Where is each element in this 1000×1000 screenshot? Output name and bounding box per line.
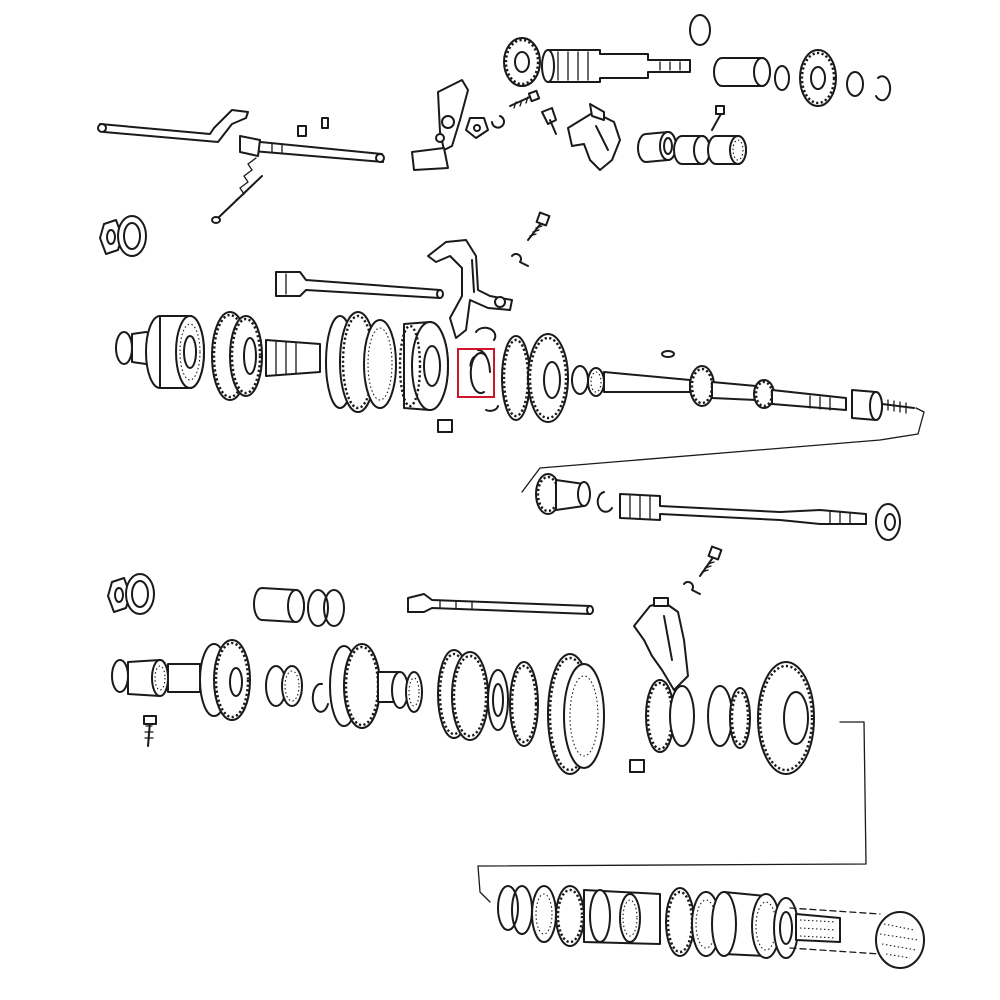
reverse-gear-large[interactable] — [799, 49, 837, 107]
needle-bearing-1[interactable] — [637, 131, 677, 163]
drain-screw[interactable] — [143, 715, 157, 747]
layshaft-gear-3[interactable] — [437, 649, 489, 741]
lock-washer-lower[interactable] — [125, 573, 155, 615]
bracket-screw[interactable] — [509, 89, 541, 109]
layshaft-assembly — [111, 639, 867, 903]
interlock-bracket[interactable] — [411, 79, 469, 171]
needle-bearing-4[interactable] — [571, 365, 605, 397]
layshaft-bearing-left[interactable] — [111, 659, 169, 697]
needle-roller-cage[interactable] — [265, 665, 303, 707]
gear-3rd[interactable] — [398, 321, 449, 411]
reverse-gear-small[interactable] — [503, 37, 541, 87]
thrust-washer[interactable] — [689, 14, 711, 46]
fork-bolt[interactable] — [527, 211, 551, 241]
oring-pair[interactable] — [307, 589, 345, 627]
gear-2nd[interactable] — [501, 333, 569, 423]
selector-rod-lower[interactable] — [407, 593, 594, 615]
woodruff-key[interactable] — [661, 350, 675, 358]
assembly-leader-2 — [477, 721, 867, 903]
square-nut-2[interactable] — [629, 759, 645, 773]
synchro-ring-lower[interactable] — [707, 685, 751, 749]
needle-bearing-2[interactable] — [673, 135, 711, 165]
needle-bushing[interactable] — [713, 57, 771, 87]
bearing-screw[interactable] — [711, 105, 725, 131]
shift-fork-reverse[interactable] — [567, 103, 621, 171]
shaft-section-1[interactable] — [265, 339, 321, 377]
ball-bearing-main[interactable] — [145, 315, 205, 389]
reverse-shaft[interactable] — [541, 49, 691, 83]
selector-rod-middle[interactable] — [275, 271, 444, 299]
shaft-nut-upper[interactable] — [99, 219, 123, 255]
spacer-sleeve[interactable] — [253, 587, 305, 623]
circlip-2[interactable] — [475, 326, 497, 341]
layshaft-spline[interactable] — [377, 671, 423, 713]
shaft-nut-lower[interactable] — [107, 577, 131, 613]
synchro-hub-1-2[interactable] — [509, 653, 605, 775]
shift-fork-main[interactable] — [427, 239, 513, 339]
fork-clip[interactable] — [511, 253, 529, 267]
detent-spring[interactable] — [211, 157, 263, 224]
circlip-3[interactable] — [485, 405, 499, 412]
mainshaft-assembly — [115, 311, 925, 493]
needle-bearing-3[interactable] — [707, 135, 747, 165]
synchro-hub-3-4[interactable] — [325, 311, 397, 413]
shift-fork-lower[interactable] — [633, 597, 689, 691]
bottom-shaft-body[interactable] — [583, 889, 661, 945]
bottom-shaft-end[interactable] — [789, 907, 925, 969]
input-gear[interactable] — [535, 473, 591, 515]
clip-lower[interactable] — [683, 581, 701, 595]
synchro-ring[interactable] — [457, 348, 495, 398]
input-shaft[interactable] — [619, 493, 867, 525]
shaft-end-bearing[interactable] — [851, 389, 915, 421]
selector-rod-upper[interactable] — [97, 109, 385, 163]
layshaft-gear-1[interactable] — [199, 639, 251, 721]
reverse-gear-group — [503, 14, 892, 107]
bottom-bearing-1[interactable] — [531, 885, 585, 947]
pilot-bearing[interactable] — [875, 503, 901, 541]
final-drive-gear[interactable] — [757, 661, 815, 775]
assembly-leader-1 — [521, 407, 925, 493]
square-nut-1[interactable] — [437, 419, 453, 433]
bottom-snap-ring[interactable] — [497, 885, 533, 935]
gear-5th[interactable] — [211, 311, 263, 401]
circlip-4[interactable] — [596, 491, 613, 513]
highlight-box — [457, 348, 495, 398]
circlip-5[interactable] — [311, 682, 329, 713]
snap-ring-1[interactable] — [774, 65, 790, 91]
layshaft-gear-2[interactable] — [329, 643, 381, 729]
bolt-lower[interactable] — [699, 545, 723, 577]
bottom-bearing-3[interactable] — [711, 891, 799, 959]
layshaft-gear-4[interactable] — [645, 679, 695, 753]
circlip-1[interactable] — [875, 75, 892, 102]
lock-washer-upper[interactable] — [117, 215, 147, 257]
washer-2[interactable] — [846, 71, 864, 97]
layshaft-stub[interactable] — [167, 663, 201, 693]
layshaft-collar[interactable] — [487, 669, 509, 731]
output-shaft-lower — [497, 885, 925, 969]
key-bolt[interactable] — [541, 107, 557, 135]
detent-pin-1[interactable] — [297, 125, 307, 137]
input-shaft-assembly — [535, 473, 901, 541]
output-shaft-upper[interactable] — [603, 365, 847, 411]
detent-pin-2[interactable] — [321, 117, 329, 129]
small-clip[interactable] — [491, 115, 505, 129]
lock-nut[interactable] — [465, 117, 489, 139]
